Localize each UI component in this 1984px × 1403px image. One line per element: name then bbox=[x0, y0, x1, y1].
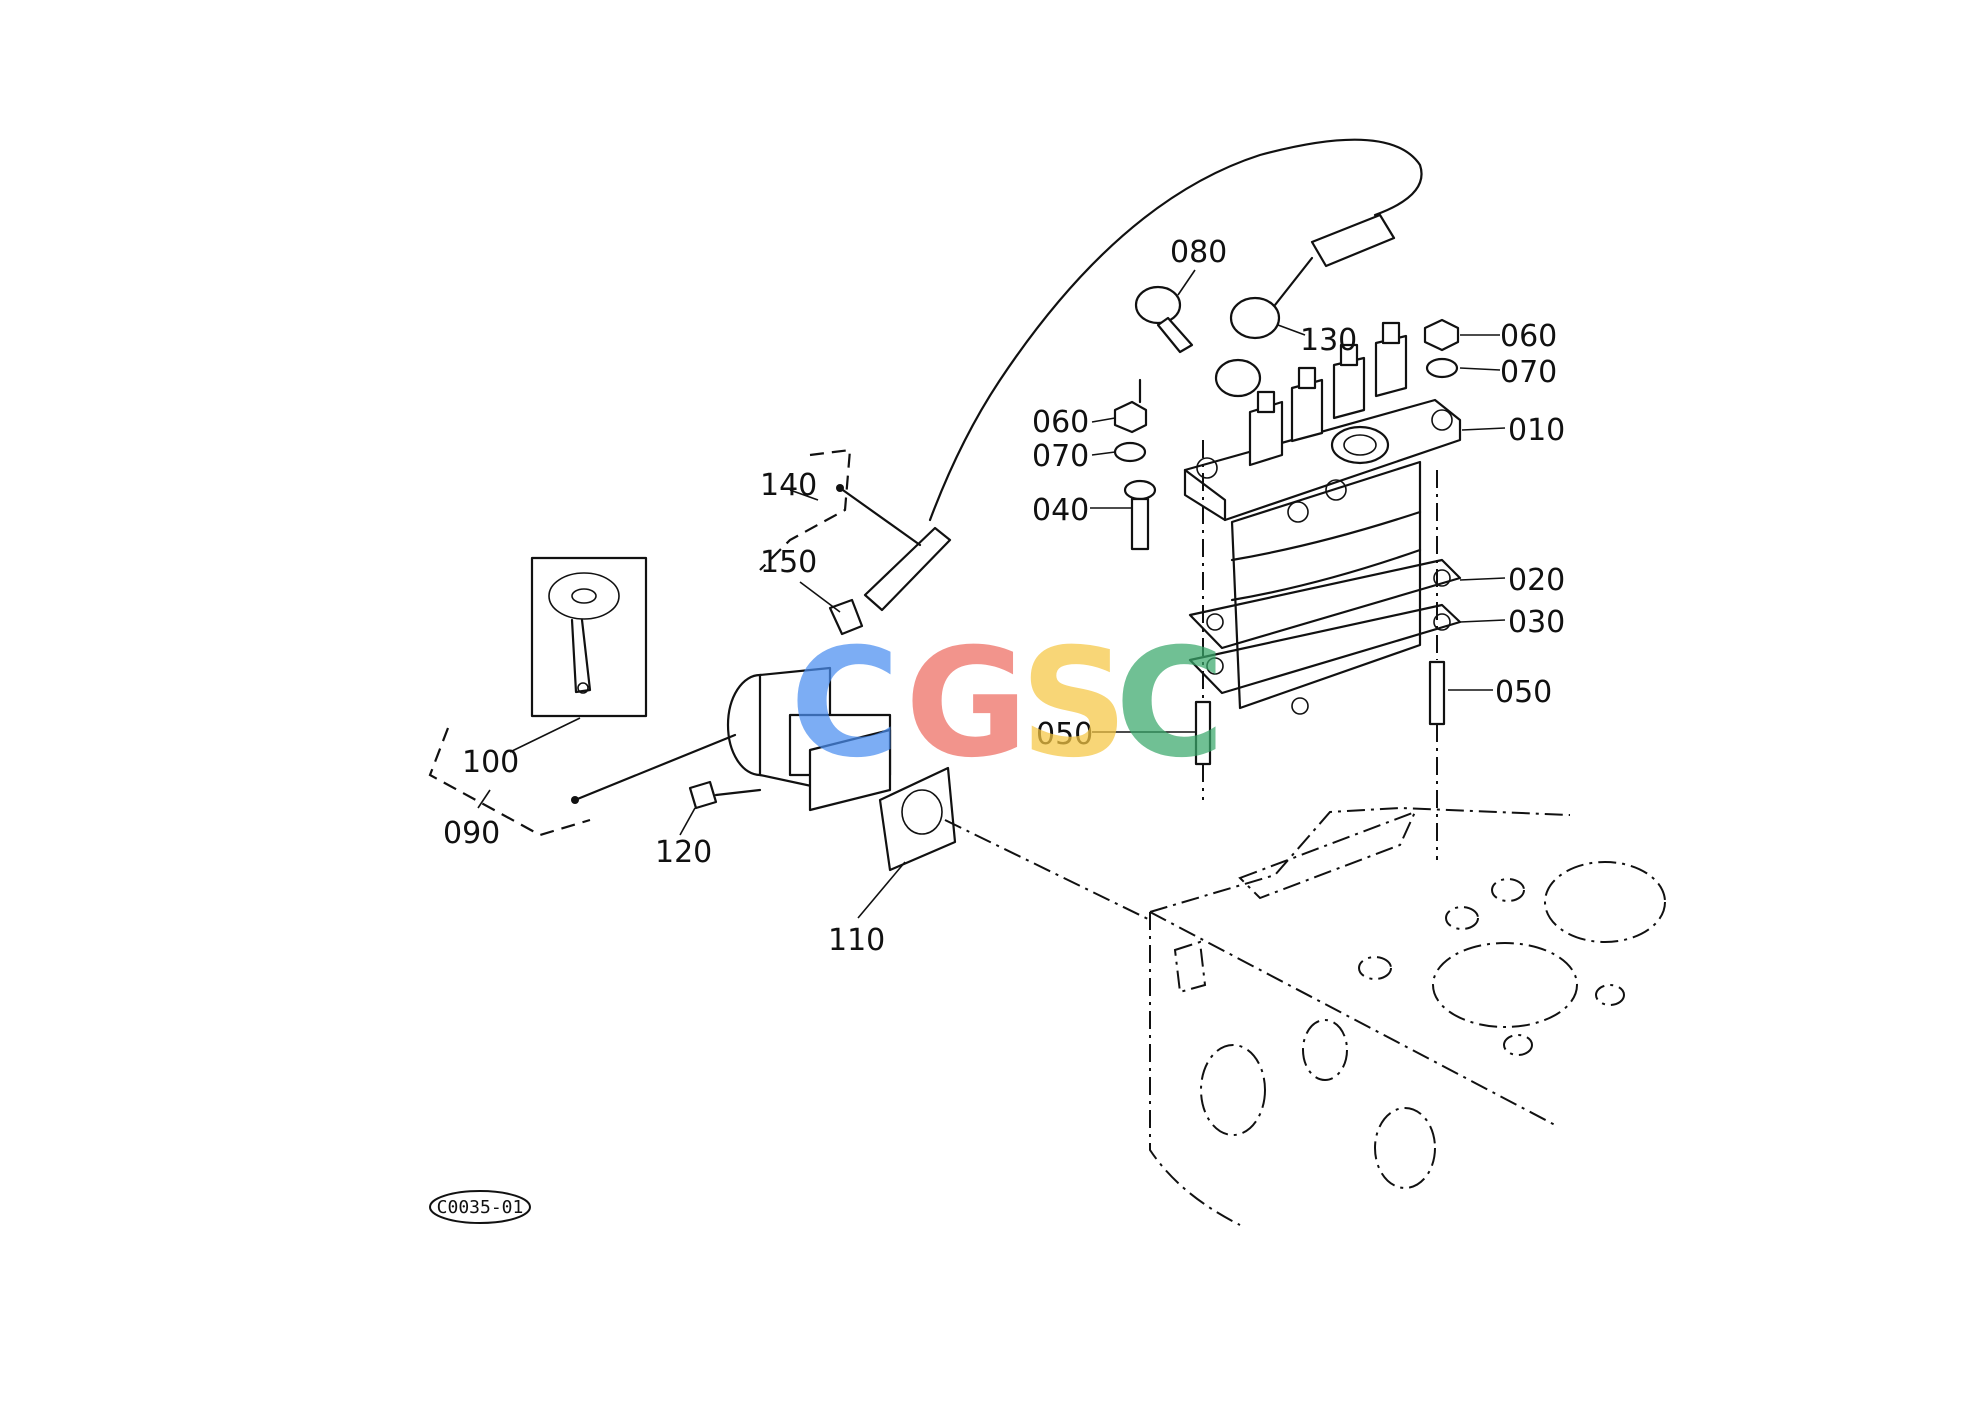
callout-080: 080 bbox=[1170, 235, 1227, 270]
callout-040: 040 bbox=[1032, 493, 1089, 528]
watermark-logo: C G S C bbox=[790, 617, 1225, 791]
leader-lines bbox=[477, 269, 1506, 919]
group-bracket-140 bbox=[759, 448, 852, 571]
callout-110: 110 bbox=[828, 923, 885, 958]
callout-100: 100 bbox=[462, 745, 519, 780]
hose-and-clip bbox=[828, 526, 952, 636]
watermark-letter-3: S bbox=[1020, 617, 1128, 791]
inset-box bbox=[530, 556, 648, 718]
callout-020: 020 bbox=[1508, 563, 1565, 598]
watermark-letter-2: G bbox=[905, 617, 1028, 791]
callout-130: 130 bbox=[1300, 323, 1357, 358]
callout-090: 090 bbox=[443, 816, 500, 851]
callout-010: 010 bbox=[1508, 413, 1565, 448]
mount-axis bbox=[944, 819, 1151, 921]
callout-140: 140 bbox=[760, 468, 817, 503]
right-fasteners bbox=[1423, 318, 1460, 379]
engine-block bbox=[1149, 806, 1666, 1226]
reference-code-badge: C0035-01 bbox=[429, 1190, 531, 1224]
callout-050-right: 050 bbox=[1495, 675, 1552, 710]
callout-070-left: 070 bbox=[1032, 439, 1089, 474]
watermark-letter-4: C bbox=[1115, 617, 1225, 791]
dot-leader-090 bbox=[573, 733, 737, 802]
reference-code: C0035-01 bbox=[437, 1197, 524, 1218]
callout-120: 120 bbox=[655, 835, 712, 870]
callout-060-left: 060 bbox=[1032, 405, 1089, 440]
callout-050-left: 050 bbox=[1036, 717, 1093, 752]
group-bracket-090 bbox=[428, 727, 591, 837]
callout-030: 030 bbox=[1508, 605, 1565, 640]
studs bbox=[1194, 440, 1446, 860]
overflow-fittings bbox=[928, 138, 1423, 522]
callout-060-right: 060 bbox=[1500, 319, 1557, 354]
solenoid-assembly bbox=[688, 666, 957, 872]
watermark-letter-1: C bbox=[790, 617, 900, 791]
left-fasteners bbox=[1113, 378, 1157, 551]
callout-070-right: 070 bbox=[1500, 355, 1557, 390]
callout-150: 150 bbox=[760, 545, 817, 580]
